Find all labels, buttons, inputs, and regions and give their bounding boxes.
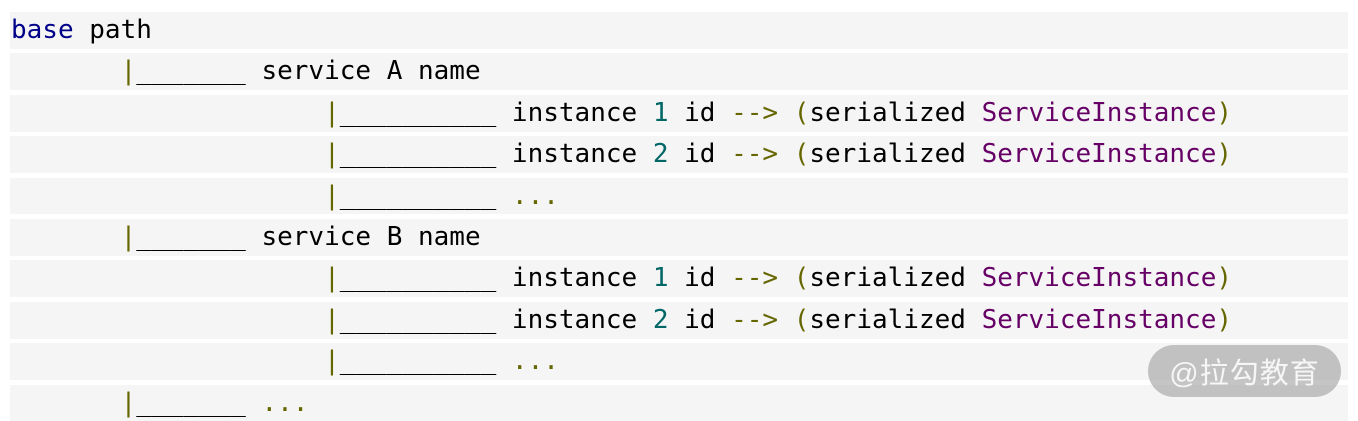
code-token bbox=[778, 98, 794, 128]
code-line: |_______ service B name bbox=[10, 218, 1348, 256]
code-line: base path bbox=[10, 12, 1348, 49]
code-token: ServiceInstance bbox=[981, 304, 1217, 335]
code-line: |__________ instance 2 id --> (serialize… bbox=[10, 301, 1348, 339]
code-token: id bbox=[668, 139, 732, 170]
code-token bbox=[778, 263, 794, 293]
watermark-badge: @拉勾教育 bbox=[1148, 345, 1341, 397]
code-token: | bbox=[324, 180, 340, 211]
code-token: path bbox=[73, 15, 152, 45]
code-token: ( bbox=[793, 97, 810, 128]
code-token: 1 bbox=[652, 97, 669, 128]
code-token: ServiceInstance bbox=[981, 263, 1217, 294]
code-token: ) bbox=[1216, 97, 1233, 128]
code-token: __________ bbox=[339, 346, 512, 377]
code-token: --> bbox=[731, 139, 779, 170]
code-token: | bbox=[324, 346, 340, 377]
code-token: | bbox=[324, 304, 340, 335]
code-line: |__________ ... bbox=[10, 343, 1348, 381]
code-token: ) bbox=[1216, 139, 1233, 170]
code-line: |__________ instance 1 id --> (serialize… bbox=[10, 260, 1348, 298]
code-token: _______ service A name bbox=[136, 56, 481, 87]
code-token: __________ instance bbox=[339, 97, 653, 128]
code-token: ... bbox=[511, 180, 559, 211]
code-token: ) bbox=[1216, 304, 1233, 335]
code-token: ( bbox=[793, 139, 810, 170]
code-token: | bbox=[120, 387, 137, 418]
code-token: __________ instance bbox=[339, 263, 653, 294]
watermark-text: @拉勾教育 bbox=[1169, 358, 1320, 390]
code-token: ServiceInstance bbox=[981, 97, 1217, 128]
code-token bbox=[11, 346, 324, 376]
code-token bbox=[11, 388, 121, 418]
code-token bbox=[11, 139, 324, 169]
code-token: __________ instance bbox=[339, 304, 653, 335]
code-token: ) bbox=[1216, 263, 1233, 294]
code-token: serialized bbox=[809, 304, 982, 335]
code-line: |_______ service A name bbox=[10, 53, 1348, 91]
code-token bbox=[11, 222, 121, 252]
code-line: |__________ ... bbox=[10, 177, 1348, 215]
code-token: __________ instance bbox=[339, 139, 653, 170]
code-token: id bbox=[668, 263, 732, 294]
code-token bbox=[11, 305, 324, 335]
code-token: --> bbox=[731, 304, 779, 335]
code-token: ... bbox=[511, 346, 559, 377]
code-token: id bbox=[668, 304, 732, 335]
code-token: __________ bbox=[339, 180, 512, 211]
code-token: serialized bbox=[809, 139, 982, 170]
code-token: 2 bbox=[652, 304, 669, 335]
code-token: | bbox=[120, 221, 137, 252]
code-line: |_______ ... bbox=[10, 384, 1348, 421]
code-token: 1 bbox=[652, 263, 669, 294]
code-token: ServiceInstance bbox=[981, 139, 1217, 170]
code-token: _______ bbox=[136, 387, 262, 418]
code-token: _______ service B name bbox=[136, 221, 481, 252]
code-token: ( bbox=[793, 263, 810, 294]
code-token: | bbox=[324, 139, 340, 170]
code-token: ( bbox=[793, 304, 810, 335]
code-token bbox=[778, 305, 794, 335]
code-token bbox=[778, 139, 794, 169]
code-token: --> bbox=[731, 97, 779, 128]
code-token: serialized bbox=[809, 97, 982, 128]
code-token: id bbox=[668, 97, 732, 128]
code-token: 2 bbox=[652, 139, 669, 170]
code-token: | bbox=[120, 56, 137, 87]
code-token bbox=[11, 263, 324, 293]
code-token bbox=[11, 98, 324, 128]
code-token: | bbox=[324, 97, 340, 128]
code-token: | bbox=[324, 263, 340, 294]
code-token: base bbox=[11, 15, 74, 45]
code-line: |__________ instance 1 id --> (serialize… bbox=[10, 94, 1348, 132]
code-token: serialized bbox=[809, 263, 982, 294]
code-token: --> bbox=[731, 263, 779, 294]
code-line: |__________ instance 2 id --> (serialize… bbox=[10, 136, 1348, 174]
code-token bbox=[11, 56, 121, 86]
code-token bbox=[11, 181, 324, 211]
code-token: ... bbox=[261, 387, 309, 418]
